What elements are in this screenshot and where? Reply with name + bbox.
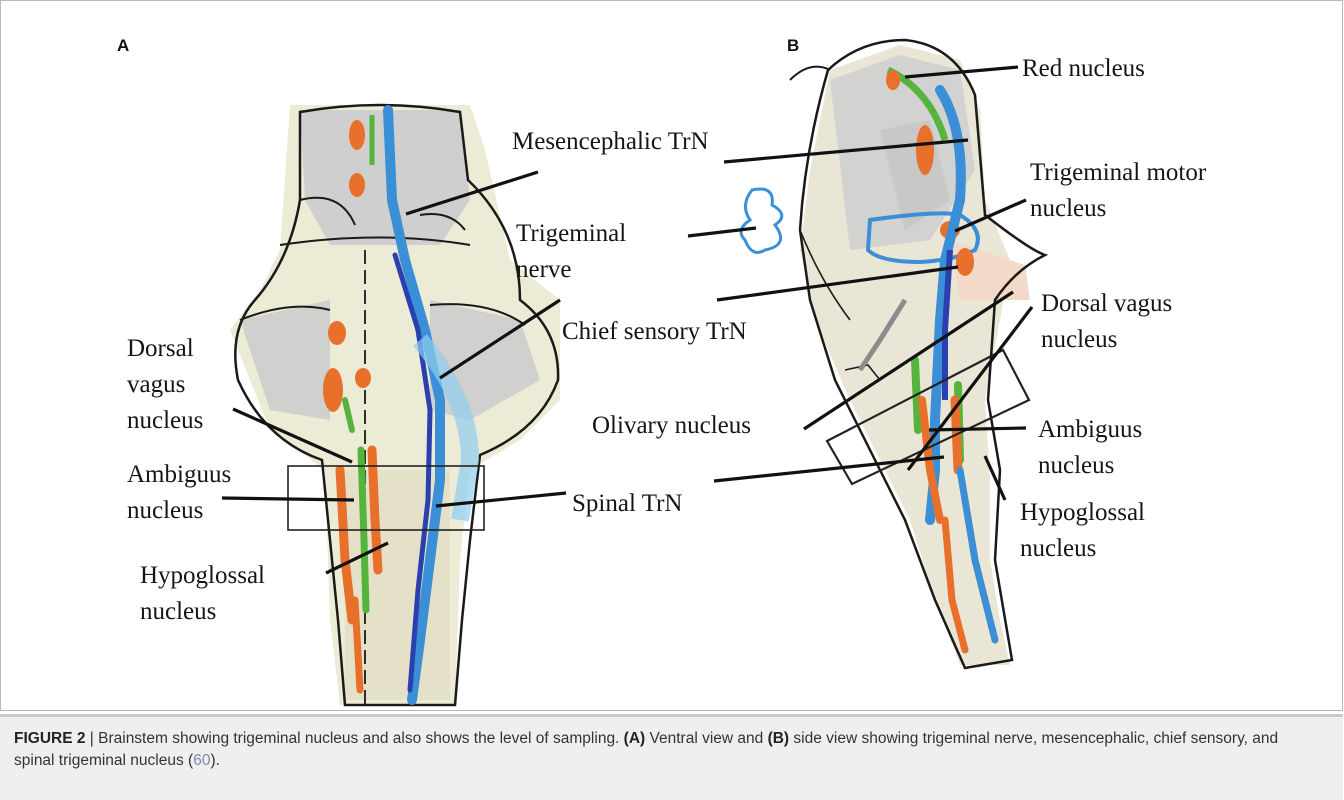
label-trigeminal-motor-2: nucleus [1030,193,1106,224]
label-trigeminal-nerve-1: Trigeminal [516,218,626,249]
caption-separator: | [85,730,98,747]
label-hypoglossal-a-1: Hypoglossal [140,560,265,591]
label-dorsal-vagus-a-1: Dorsal [127,333,194,364]
label-red-nucleus: Red nucleus [1022,53,1145,84]
label-hypoglossal-b-2: nucleus [1020,533,1096,564]
panel-letter-a: A [117,36,129,56]
caption-text-1: Brainstem showing trigeminal nucleus and… [98,730,624,747]
caption-text-2: Ventral view and [645,730,767,747]
caption-panel-a-ref: (A) [624,730,646,747]
panel-letter-b: B [787,36,799,56]
label-ambiguus-b-1: Ambiguus [1038,414,1142,445]
caption-figure-label: FIGURE 2 [14,730,85,747]
label-hypoglossal-a-2: nucleus [140,596,216,627]
citation-link[interactable]: 60 [193,752,210,769]
label-olivary-nucleus: Olivary nucleus [592,410,751,441]
panel-a-brainstem [230,105,560,705]
label-ambiguus-a-2: nucleus [127,495,203,526]
label-dorsal-vagus-a-3: nucleus [127,405,203,436]
label-mesencephalic-trn: Mesencephalic TrN [512,126,709,157]
caption-panel-b-ref: (B) [768,730,790,747]
figure-caption: FIGURE 2 | Brainstem showing trigeminal … [14,728,1304,772]
label-dorsal-vagus-a-2: vagus [127,369,185,400]
caption-text-4: ). [210,752,219,769]
label-ambiguus-a-1: Ambiguus [127,459,231,490]
label-trigeminal-motor-1: Trigeminal motor [1030,157,1206,188]
label-trigeminal-nerve-2: nerve [516,254,572,285]
label-dorsal-vagus-b-1: Dorsal vagus [1041,288,1172,319]
label-dorsal-vagus-b-2: nucleus [1041,324,1117,355]
label-chief-sensory-trn: Chief sensory TrN [562,316,747,347]
panel-b-brainstem [741,40,1045,668]
label-ambiguus-b-2: nucleus [1038,450,1114,481]
label-hypoglossal-b-1: Hypoglossal [1020,497,1145,528]
label-spinal-trn: Spinal TrN [572,488,682,519]
